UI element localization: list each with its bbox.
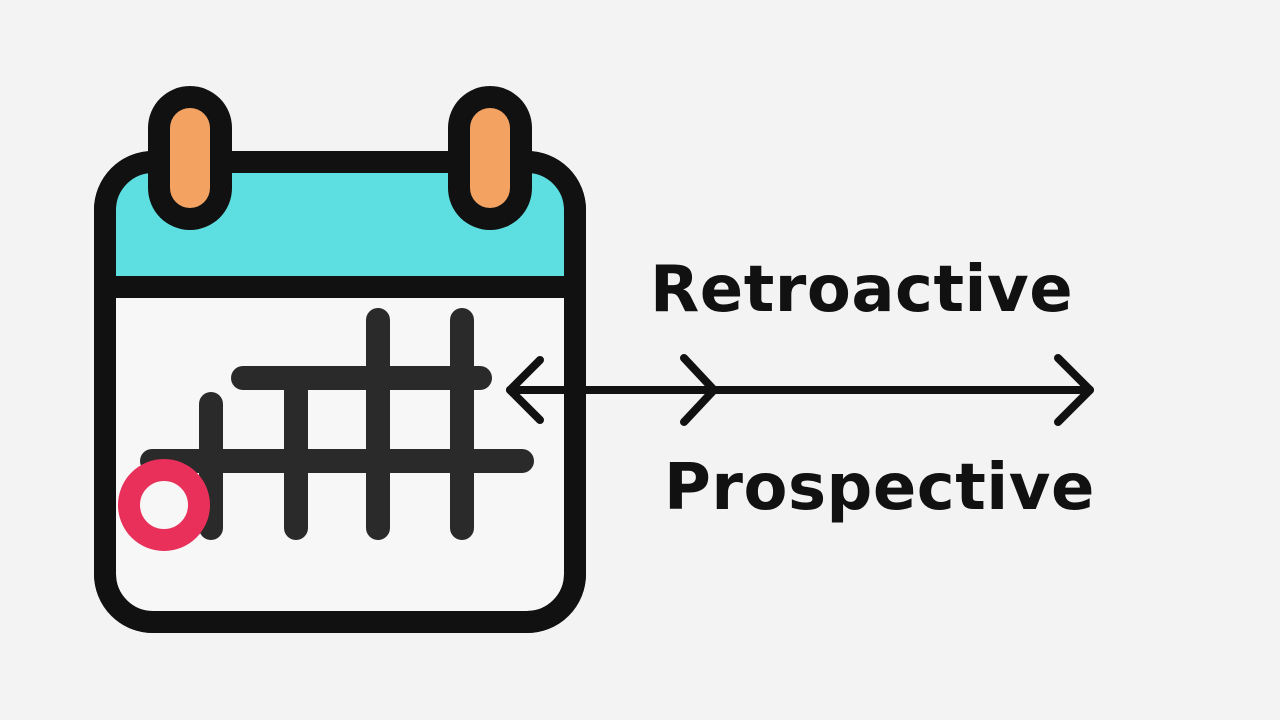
left-binder-ring [148, 86, 232, 230]
retroactive-label: Retroactive [650, 253, 1074, 327]
arrow-head-middle [680, 354, 718, 426]
right-binder-ring [448, 86, 532, 230]
double-headed-arrow-icon [506, 354, 1094, 426]
calendar-icon [94, 86, 586, 633]
arrow-head-left [506, 356, 544, 424]
arrow-head-right [1054, 354, 1094, 426]
prospective-label: Prospective [664, 451, 1095, 525]
calendar-grid [140, 308, 534, 540]
circle-marker-icon [118, 459, 210, 551]
